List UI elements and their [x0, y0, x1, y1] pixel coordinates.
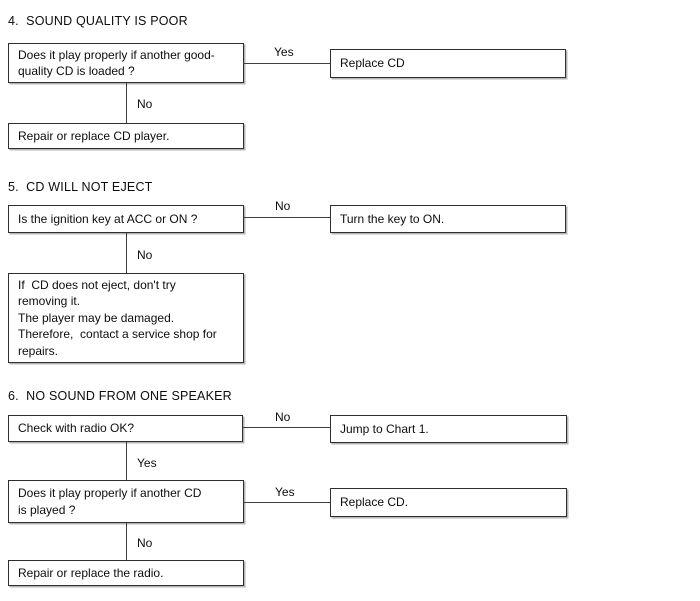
section-5-branch-connector-line	[243, 217, 330, 218]
section-5-question-box: Is the ignition key at ACC or ON ?	[8, 205, 244, 233]
section-6-title: 6. NO SOUND FROM ONE SPEAKER	[8, 389, 232, 403]
section-6-question2-box: Does it play properly if another CD is p…	[8, 480, 244, 523]
section-6-branch1-label: No	[275, 410, 291, 424]
section-6-branch2-connector-line	[243, 502, 330, 503]
section-6-down2-label: No	[137, 536, 153, 550]
section-5-title: 5. CD WILL NOT EJECT	[8, 180, 153, 194]
section-5-down-label: No	[137, 248, 153, 262]
section-6-down2-result-text: Repair or replace the radio.	[18, 565, 164, 580]
section-4-question-text: Does it play properly if another good- q…	[18, 47, 215, 78]
section-4-down-label: No	[137, 97, 153, 111]
section-6-branch2-result-box: Replace CD.	[330, 488, 567, 517]
section-4-title: 4. SOUND QUALITY IS POOR	[8, 14, 188, 28]
section-4-question-box: Does it play properly if another good- q…	[8, 43, 244, 83]
section-6-branch1-connector-line	[242, 427, 330, 428]
section-4-down-connector-line	[126, 83, 127, 123]
section-4-branch-connector-line	[243, 63, 330, 64]
section-6-branch1-result-box: Jump to Chart 1.	[330, 415, 567, 443]
section-6-branch2-result-text: Replace CD.	[340, 495, 409, 510]
section-5-down-result-text: If CD does not eject, don't try removing…	[18, 277, 217, 358]
section-6-question2-text: Does it play properly if another CD is p…	[18, 486, 202, 517]
section-4-down-result-box: Repair or replace CD player.	[8, 123, 244, 149]
section-4-down-result-text: Repair or replace CD player.	[18, 128, 170, 143]
section-4-branch-result-box: Replace CD	[330, 49, 566, 78]
section-6-branch1-result-text: Jump to Chart 1.	[340, 421, 429, 436]
section-5-branch-result-text: Turn the key to ON.	[340, 211, 445, 226]
section-6-question1-box: Check with radio OK?	[8, 415, 243, 442]
section-6-down2-connector-line	[126, 523, 127, 560]
section-5-branch-result-box: Turn the key to ON.	[330, 205, 566, 233]
section-6-down1-connector-line	[126, 442, 127, 480]
section-5-branch-label: No	[275, 199, 291, 213]
section-4-branch-label: Yes	[274, 45, 294, 59]
section-6-branch2-label: Yes	[275, 485, 295, 499]
section-5-down-connector-line	[126, 233, 127, 273]
section-5-question-text: Is the ignition key at ACC or ON ?	[18, 211, 198, 226]
section-4-branch-result-text: Replace CD	[340, 56, 405, 71]
section-6-down1-label: Yes	[137, 456, 157, 470]
section-6-down2-result-box: Repair or replace the radio.	[8, 560, 244, 586]
section-5-down-result-box: If CD does not eject, don't try removing…	[8, 273, 244, 363]
section-6-question1-text: Check with radio OK?	[18, 421, 135, 436]
